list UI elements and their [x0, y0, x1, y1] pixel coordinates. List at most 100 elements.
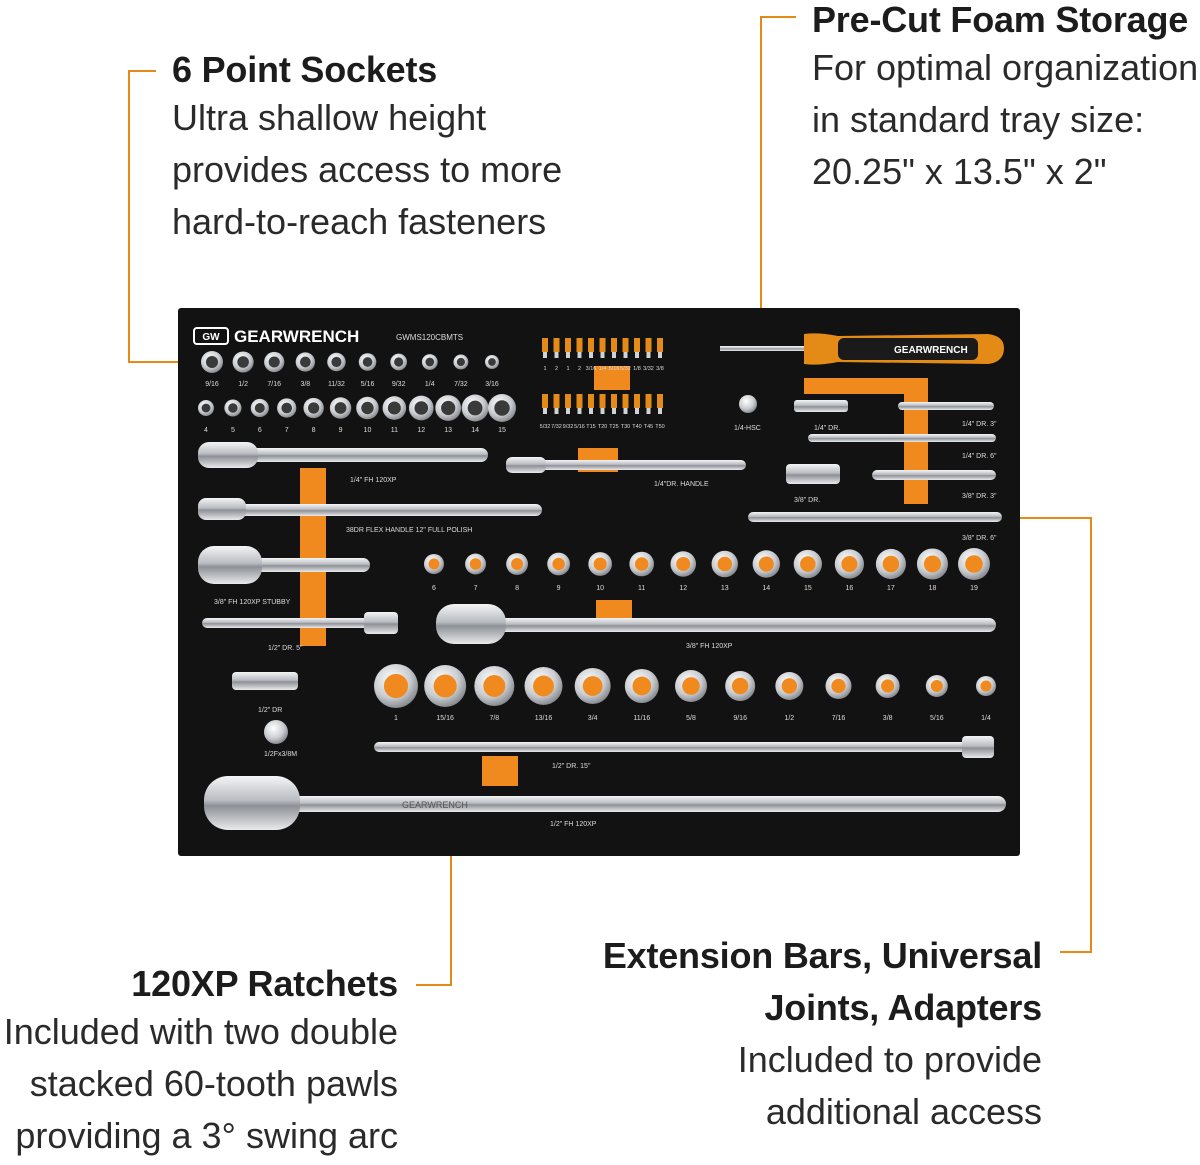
ratchet-half-drive: GEARWRENCH	[204, 776, 1006, 830]
quarter-drive-handle	[506, 457, 746, 473]
socket-size-label: 4	[204, 427, 208, 434]
socket-bore	[533, 675, 554, 697]
socket-size-label: 7/8	[489, 715, 499, 722]
extension-bar-half-5	[202, 612, 398, 634]
tool-label: 1/4-HSC	[734, 425, 761, 432]
socket-bore	[634, 557, 649, 571]
bit	[588, 394, 594, 408]
bit-label: T30	[621, 424, 630, 430]
bit	[565, 338, 571, 352]
bit-tip	[577, 352, 582, 358]
bit-label: 1	[543, 366, 546, 372]
callout-extensions-line: additional access	[765, 1091, 1042, 1132]
bit	[634, 338, 640, 352]
bit	[611, 394, 617, 408]
bit-tip	[658, 408, 662, 414]
bit-tip	[635, 352, 639, 358]
tool-label: 1/4" DR. 3"	[962, 421, 997, 428]
extension-quarter-3	[898, 402, 994, 410]
socket-bore	[425, 357, 435, 367]
socket-size-label: 5/16	[930, 715, 944, 722]
socket-size-label: 1/4	[981, 715, 991, 722]
tool-label: 3/8" DR. 6"	[962, 535, 997, 542]
leader-line-foam	[760, 16, 762, 318]
socket-size-label: 3/8	[883, 715, 893, 722]
callout-ratchets-line: Included with two double	[3, 1011, 398, 1052]
bit-tip	[635, 408, 639, 414]
socket-size-label: 7/32	[454, 381, 468, 388]
tool-label: 1/4" DR.	[814, 425, 840, 432]
socket-size-label: 13	[721, 585, 729, 592]
bit	[588, 338, 594, 352]
socket-size-label: 7	[285, 427, 289, 434]
bit	[611, 338, 617, 352]
leader-line-sockets	[128, 70, 130, 363]
socket-bore	[930, 679, 943, 693]
tool-label: 3/8" DR.	[794, 497, 820, 504]
screwdriver-grip	[838, 338, 978, 360]
bit-tip	[566, 352, 570, 358]
socket-size-label: 13/16	[535, 715, 553, 722]
socket-bore	[361, 401, 374, 415]
tool-label: 38DR FLEX HANDLE 12" FULL POLISH	[346, 527, 472, 534]
bit-tip	[589, 408, 593, 414]
socket-bore	[717, 556, 733, 572]
bit	[542, 394, 548, 408]
socket-size-label: 8	[312, 427, 316, 434]
socket-bore	[841, 555, 858, 573]
universal-joint-half	[232, 672, 298, 690]
socket-size-label: 19	[970, 585, 978, 592]
socket-size-label: 7/16	[832, 715, 846, 722]
leader-line-foam	[760, 16, 796, 18]
bit-tip	[543, 408, 547, 414]
socket-size-label: 12	[417, 427, 425, 434]
bit-label: 2	[578, 366, 581, 372]
universal-joint-quarter	[794, 400, 848, 412]
tool-label: 1/4"DR. HANDLE	[654, 481, 709, 488]
socket-size-label: 10	[596, 585, 604, 592]
socket-bore	[394, 357, 404, 367]
adapter-socket	[264, 720, 288, 744]
bit-label: 7/32	[551, 424, 562, 430]
socket-bore	[205, 355, 219, 369]
tool-label: 1/4" FH 120XP	[350, 477, 397, 484]
socket-bore	[433, 674, 457, 698]
ratchet-brand: GEARWRENCH	[402, 800, 468, 810]
socket-bore	[362, 357, 373, 367]
bit-label: 3/8	[656, 366, 664, 372]
socket-size-label: 11/16	[633, 715, 650, 722]
bit-tip	[612, 408, 616, 414]
bit-label: 5/16	[574, 424, 585, 430]
socket-bore	[467, 400, 483, 416]
socket-size-label: 10	[364, 427, 372, 434]
socket-bore	[800, 556, 816, 572]
socket-bore	[980, 680, 992, 692]
socket-size-label: 14	[471, 427, 479, 434]
socket-bore	[228, 403, 238, 413]
socket-size-label: 5/16	[361, 381, 375, 388]
socket-size-label: 6	[258, 427, 262, 434]
extension-three-eighths-3	[872, 470, 996, 480]
socket-size-label: 5/8	[686, 715, 696, 722]
bit-tip	[543, 352, 547, 358]
socket-size-label: 17	[887, 585, 895, 592]
socket-size-label: 3/16	[485, 381, 499, 388]
bit-tip	[623, 352, 628, 358]
socket-size-label: 11	[638, 585, 645, 592]
socket-bore	[881, 679, 895, 693]
socket-bore	[488, 358, 496, 366]
callout-foam: Pre-Cut Foam Storage For optimal organiz…	[812, 0, 1198, 198]
leader-line-sockets	[128, 70, 156, 72]
socket-size-label: 7/16	[267, 381, 281, 388]
socket-bore	[965, 555, 983, 573]
bit-tip	[577, 408, 582, 414]
hsc-socket	[739, 395, 757, 413]
callout-extensions-title-line: Extension Bars, Universal	[602, 935, 1042, 976]
leader-line-extensions	[1004, 517, 1092, 519]
bit-tip	[554, 408, 559, 414]
extension-quarter-6	[808, 434, 996, 442]
tray-brand: GEARWRENCH	[234, 327, 359, 346]
